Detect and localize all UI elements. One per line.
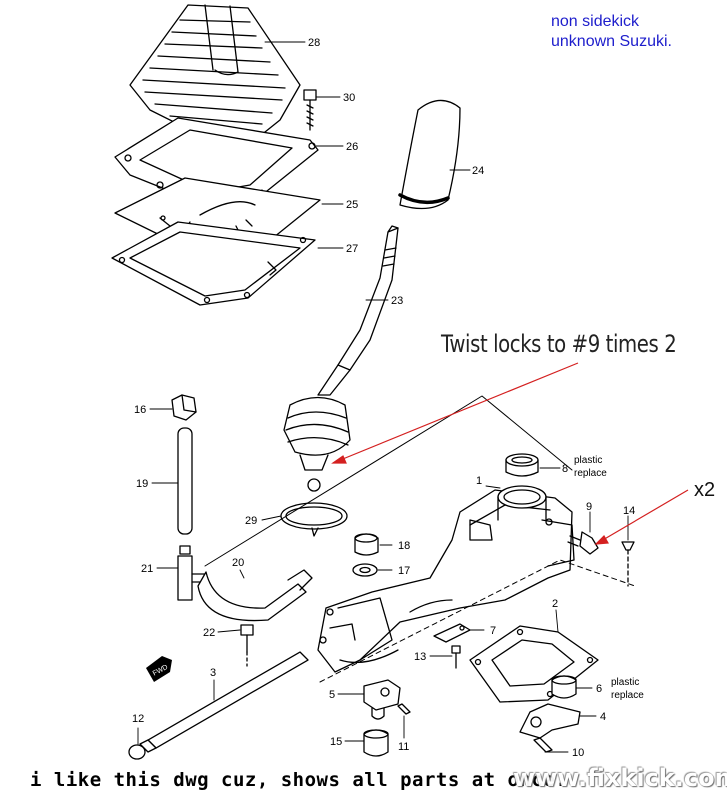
bolt-part-22	[240, 624, 254, 667]
twist-lock-note: Twist locks to #9 times 2	[441, 330, 677, 358]
plastic-note-bottom: plastic	[611, 677, 639, 688]
label-17: 17	[398, 565, 410, 577]
label-9: 9	[586, 501, 592, 513]
screw-part-14	[621, 541, 635, 587]
label-28: 28	[308, 37, 320, 49]
label-6: 6	[596, 683, 602, 695]
plug-part-12	[128, 744, 146, 760]
leader-lines	[137, 41, 629, 753]
vehicle-note: non sidekick unknown Suzuki.	[551, 12, 672, 52]
cap-part-18	[354, 533, 379, 556]
bolt-part-13	[451, 645, 461, 669]
plastic-replace-notes: plastic replace plastic replace	[574, 455, 644, 701]
fwd-arrow-icon: FWD	[146, 656, 172, 682]
label-25: 25	[346, 199, 358, 211]
label-3: 3	[210, 667, 216, 679]
rod-parts-16-19	[171, 394, 197, 535]
shift-rod-part-3	[139, 651, 309, 753]
label-23: 23	[391, 295, 403, 307]
block-part-5	[363, 679, 401, 720]
gasket-part-2	[469, 625, 599, 703]
vehicle-note-line1: non sidekick	[551, 13, 640, 30]
pin-part-11	[397, 703, 411, 715]
bolt-part-9	[567, 531, 599, 555]
replace-note-top: replace	[574, 468, 607, 479]
label-2: 2	[552, 598, 558, 610]
times-two-note: x2	[694, 479, 716, 501]
label-12: 12	[132, 713, 144, 725]
plastic-note-top: plastic	[574, 455, 602, 466]
bracket-part-7	[433, 623, 471, 643]
drawing-caption: i like this dwg cuz, shows all parts at …	[30, 769, 568, 791]
label-10: 10	[572, 747, 584, 759]
label-21: 21	[141, 563, 153, 575]
label-15: 15	[330, 736, 342, 748]
part-number-labels: 28 30 26 24 25 27 23 16 19 8 1 9 14 29 1…	[132, 37, 635, 759]
label-29: 29	[245, 515, 257, 527]
label-20: 20	[232, 557, 244, 569]
label-14: 14	[623, 505, 635, 517]
site-watermark: www.fixkick.com	[513, 764, 727, 792]
plastic-bushing-part-6	[551, 675, 577, 699]
label-11: 11	[398, 741, 409, 753]
label-4: 4	[600, 711, 606, 723]
label-22: 22	[203, 627, 215, 639]
red-pointer-arrows	[331, 362, 689, 545]
label-8: 8	[562, 463, 568, 475]
shift-lever-part-23	[317, 225, 399, 396]
plate-part-27	[111, 221, 316, 306]
ring-part-29	[280, 502, 348, 537]
boot-plate-part-26	[114, 117, 319, 206]
plastic-bushing-part-8	[505, 453, 539, 477]
label-7: 7	[490, 625, 496, 637]
label-13: 13	[414, 651, 426, 663]
lever-ball-assembly	[283, 396, 351, 492]
hose-fitting-parts-20-21	[177, 545, 313, 622]
label-19: 19	[136, 478, 148, 490]
pin-part-10	[533, 737, 553, 753]
arm-part-4	[519, 703, 581, 739]
bolt-part-30	[303, 89, 317, 131]
label-5: 5	[329, 689, 335, 701]
shift-knob-part-24	[398, 99, 461, 210]
label-24: 24	[472, 165, 484, 177]
label-26: 26	[346, 141, 358, 153]
label-16: 16	[134, 404, 146, 416]
label-30: 30	[343, 92, 355, 104]
bushing-part-15	[363, 729, 389, 757]
label-18: 18	[398, 540, 410, 552]
vehicle-note-line2: unknown Suzuki.	[551, 33, 672, 50]
shift-boot-part-28	[129, 4, 301, 141]
shift-housing-part-1	[317, 485, 575, 673]
washer-part-17	[352, 563, 378, 577]
label-1: 1	[476, 475, 482, 487]
replace-note-bottom: replace	[611, 690, 644, 701]
label-27: 27	[346, 243, 358, 255]
